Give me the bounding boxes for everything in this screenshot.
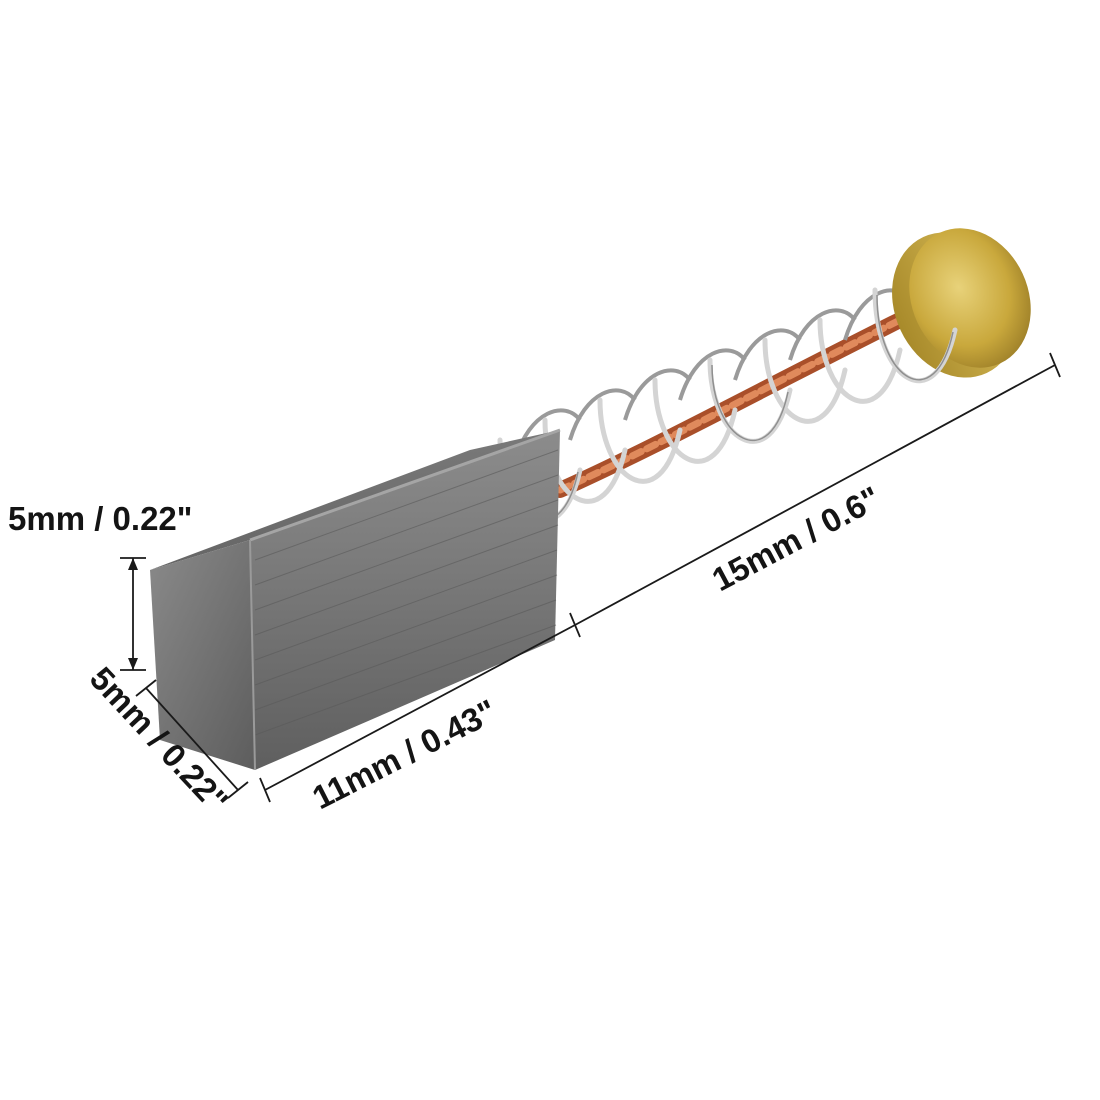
spring-back [513, 288, 912, 461]
height-dimension-label: 5mm / 0.22" [8, 500, 192, 537]
dimension-lines [120, 352, 1061, 803]
spring-front [497, 287, 958, 524]
brass-cap [892, 228, 1031, 378]
copper-wire [552, 312, 908, 498]
carbon-block [150, 428, 561, 771]
